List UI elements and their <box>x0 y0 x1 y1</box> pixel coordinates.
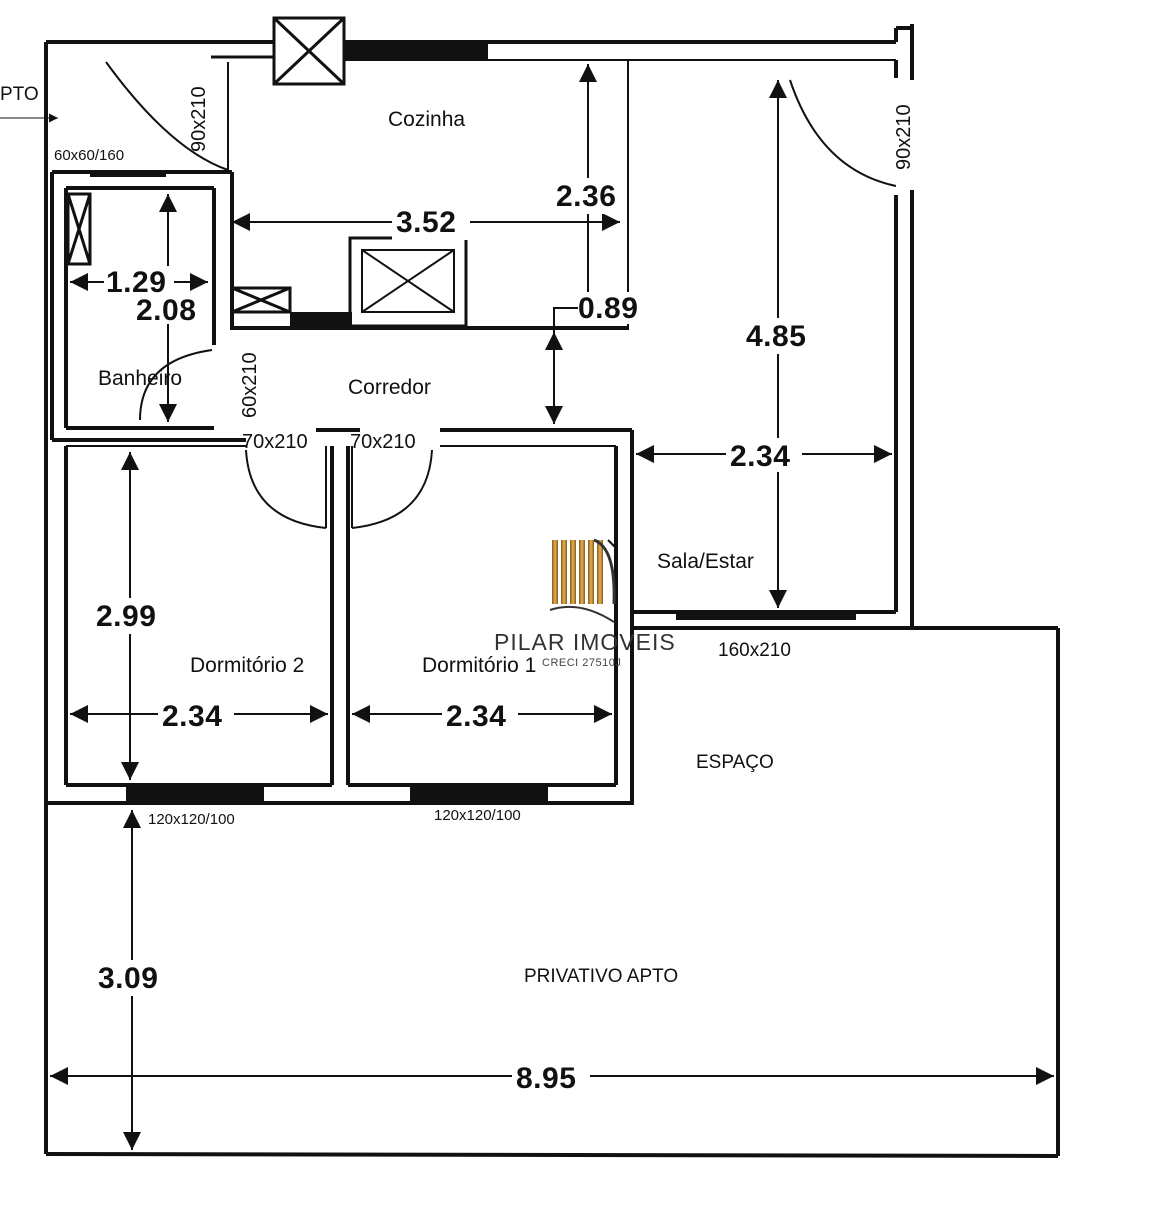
wall-fills <box>90 42 856 803</box>
room-label-sala: Sala/Estar <box>657 550 754 573</box>
dimension-values: 3.52 2.36 1.29 2.08 0.89 4.85 2.34 2.99 … <box>96 180 806 1095</box>
dim-dorm1-width: 2.34 <box>446 700 506 733</box>
shaft-bath <box>66 192 92 266</box>
room-labels: Cozinha Banheiro Corredor Sala/Estar Dor… <box>0 84 774 987</box>
opening-sala-door: 90x210 <box>893 104 915 170</box>
dim-sala-width: 2.34 <box>730 440 790 473</box>
label-backgrounds <box>94 178 816 1094</box>
door-swings <box>105 61 897 549</box>
room-label-dorm2: Dormitório 2 <box>190 654 304 677</box>
dim-total-width: 8.95 <box>516 1062 576 1095</box>
opening-dorm2-door: 70x210 <box>242 431 308 453</box>
dim-sala-height: 4.85 <box>746 320 806 353</box>
dim-cozinha-height: 2.36 <box>556 180 616 213</box>
opening-dorm2-window: 120x120/100 <box>148 811 235 828</box>
room-label-banheiro: Banheiro <box>98 367 182 390</box>
room-label-privativo: PRIVATIVO APTO <box>524 966 678 987</box>
opening-labels: 90x210 90x210 60x60/160 60x210 70x210 70… <box>54 86 915 828</box>
opening-entry-door: 90x210 <box>188 86 210 152</box>
dim-privativo-height: 3.09 <box>98 962 158 995</box>
opening-sala-window: 160x210 <box>718 640 791 661</box>
opening-banheiro-window: 60x60/160 <box>54 147 124 164</box>
dim-corredor-height: 0.89 <box>578 292 638 325</box>
room-label-corredor: Corredor <box>348 376 431 399</box>
pilar-imoveis-logo: PILAR IMOVEIS CRECI 27510J <box>494 538 676 669</box>
entrance-label: PTO <box>0 84 39 105</box>
dim-banheiro-width: 1.29 <box>106 266 166 299</box>
dim-dorm2-width: 2.34 <box>162 700 222 733</box>
dim-dorm2-height: 2.99 <box>96 600 156 633</box>
shafts <box>66 16 468 328</box>
shaft-kitchen-small <box>230 286 292 314</box>
opening-dorm1-door: 70x210 <box>350 431 416 453</box>
room-label-cozinha: Cozinha <box>388 108 465 131</box>
opening-banheiro-door: 60x210 <box>239 352 261 418</box>
room-label-espaco: ESPAÇO <box>696 752 774 773</box>
shaft-top <box>272 16 346 86</box>
logo-brand: PILAR IMOVEIS <box>494 629 676 655</box>
opening-dorm1-window: 120x120/100 <box>434 807 521 824</box>
room-label-dorm1: Dormitório 1 <box>422 654 536 677</box>
dim-banheiro-height: 2.08 <box>136 294 196 327</box>
logo-icon <box>549 538 616 623</box>
dim-cozinha-width: 3.52 <box>396 206 456 239</box>
logo-creci: CRECI 27510J <box>542 657 621 669</box>
